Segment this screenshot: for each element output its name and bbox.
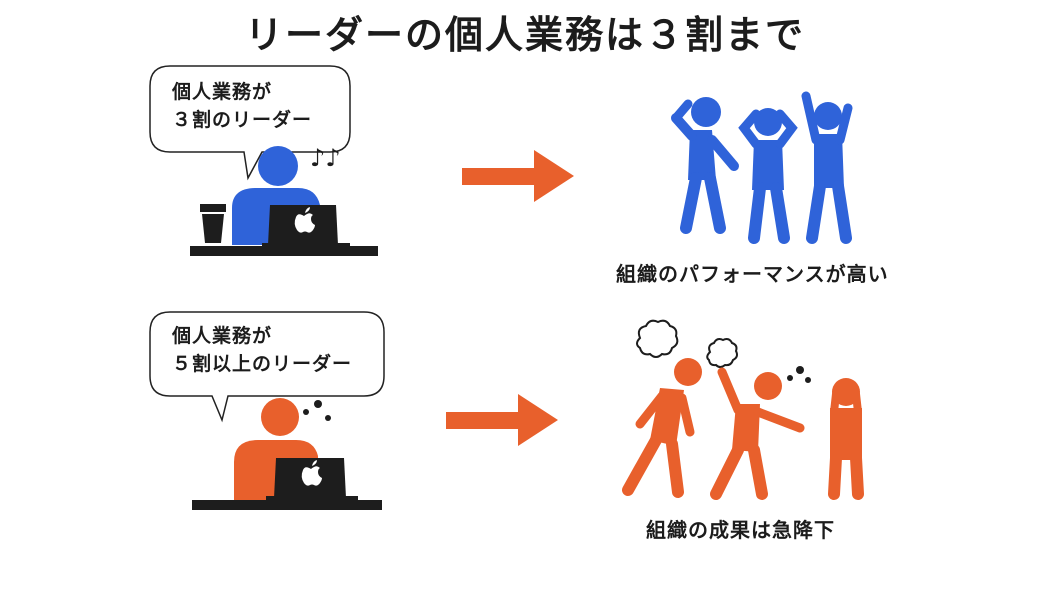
bottom-bubble-line1: 個人業務が	[172, 325, 273, 347]
bottom-result-caption: 組織の成果は急降下	[646, 518, 835, 542]
top-result-caption: 組織のパフォーマンスが高い	[616, 262, 889, 286]
sweat-drops-icon	[787, 366, 811, 383]
top-bubble-line2: ３割のリーダー	[172, 109, 313, 131]
arrow-top	[462, 150, 574, 202]
bottom-bubble-line2: ５割以上のリーダー	[172, 353, 353, 375]
leader-head	[258, 146, 298, 186]
apple-logo-icon	[294, 207, 315, 233]
top-bubble-line1: 個人業務が	[172, 81, 273, 103]
happy-team-figures	[671, 91, 853, 244]
leader-head-stressed	[261, 398, 299, 436]
svg-text:♪♪: ♪♪	[310, 144, 341, 172]
coffee-cup-icon	[200, 204, 226, 243]
arrow-bottom	[446, 394, 558, 446]
speech-bubble-icon	[149, 311, 385, 423]
bottom-bubble-text: 個人業務が ５割以上のリーダー	[172, 322, 352, 378]
page-title: リーダーの個人業務は３割まで	[244, 13, 805, 57]
top-bubble-text: 個人業務が ３割のリーダー	[172, 78, 312, 134]
sweat-drops-icon	[303, 400, 331, 421]
apple-logo-icon	[301, 460, 322, 486]
desk	[190, 246, 378, 256]
speech-bubble-icon	[149, 65, 351, 181]
desk	[192, 500, 382, 510]
struggling-team-figures	[622, 358, 864, 500]
anger-puff-icon	[636, 319, 738, 368]
music-note-icon: ♪♪	[310, 144, 341, 172]
